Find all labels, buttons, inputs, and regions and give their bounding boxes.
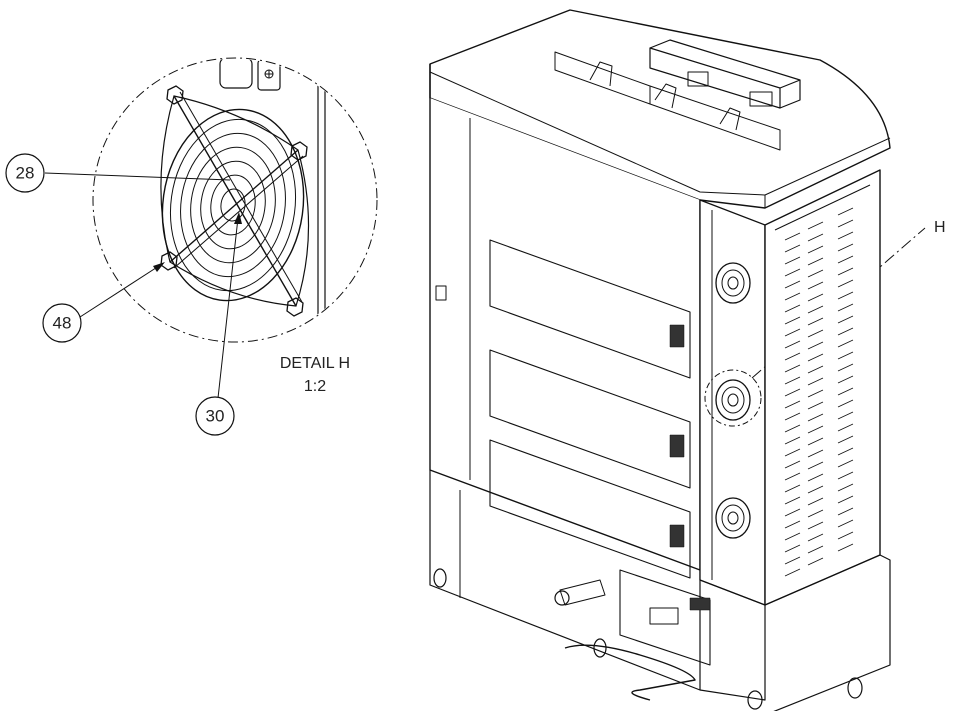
callout-leaders xyxy=(44,172,242,399)
detail-boundary-circle xyxy=(92,57,378,343)
vent-slots xyxy=(784,207,854,577)
detail-title: DETAIL H xyxy=(280,355,350,372)
screw-icon xyxy=(160,85,308,317)
callout-48: 48 xyxy=(42,303,82,343)
callout-30-label: 30 xyxy=(206,407,225,426)
cabinet-view xyxy=(429,9,926,711)
fan-guard-icon xyxy=(160,91,310,307)
callout-30: 30 xyxy=(195,396,235,436)
callout-28-label: 28 xyxy=(16,164,35,183)
detail-marker-label: H xyxy=(934,219,946,236)
fan-icon xyxy=(715,262,751,539)
callout-28: 28 xyxy=(5,153,45,193)
detail-scale: 1:2 xyxy=(304,378,326,395)
caster-icon xyxy=(433,568,863,710)
detail-h-view xyxy=(92,57,378,343)
callout-48-label: 48 xyxy=(53,314,72,333)
